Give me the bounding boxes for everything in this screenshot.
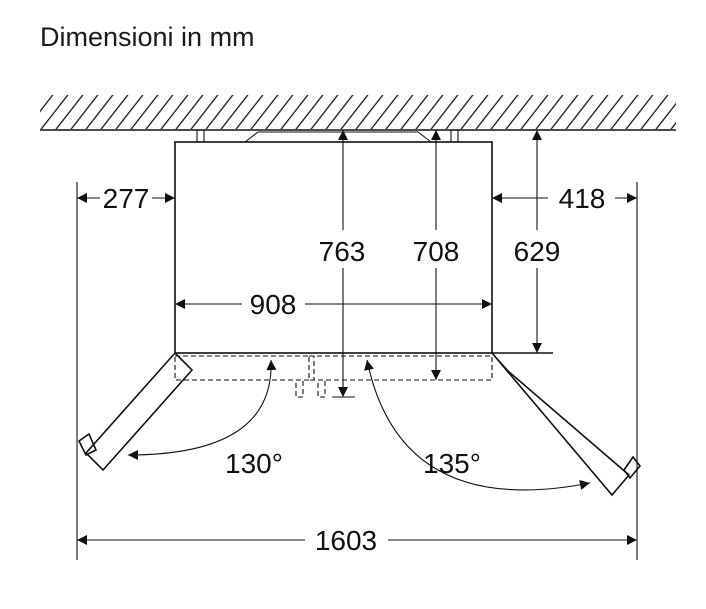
angle-left-door: 130° xyxy=(127,359,283,479)
dim-right-clearance: 418 xyxy=(492,183,637,214)
fridge-body xyxy=(174,141,493,354)
dim-depth-with-handles: 763 xyxy=(319,130,366,398)
dim-763: 763 xyxy=(319,236,366,267)
rear-fittings xyxy=(196,129,459,143)
dim-908: 908 xyxy=(250,289,297,320)
dim-1603: 1603 xyxy=(315,525,377,556)
wall xyxy=(40,95,676,131)
dim-708: 708 xyxy=(413,236,460,267)
dim-418: 418 xyxy=(559,183,606,214)
closed-doors-outline xyxy=(174,355,493,398)
angle-135: 135° xyxy=(423,448,481,479)
dim-width: 908 xyxy=(175,289,492,320)
right-door xyxy=(491,352,642,497)
diagram-title: Dimensioni in mm xyxy=(40,22,255,52)
dim-629: 629 xyxy=(514,236,561,267)
angle-130: 130° xyxy=(225,448,283,479)
angle-right-door: 135° xyxy=(364,359,591,491)
dim-277: 277 xyxy=(103,183,150,214)
dim-left-clearance: 277 xyxy=(77,183,175,214)
dim-depth-body: 708 xyxy=(413,130,460,380)
dim-total-width: 1603 xyxy=(77,525,637,556)
dim-depth-cabinet: 629 xyxy=(514,130,561,353)
